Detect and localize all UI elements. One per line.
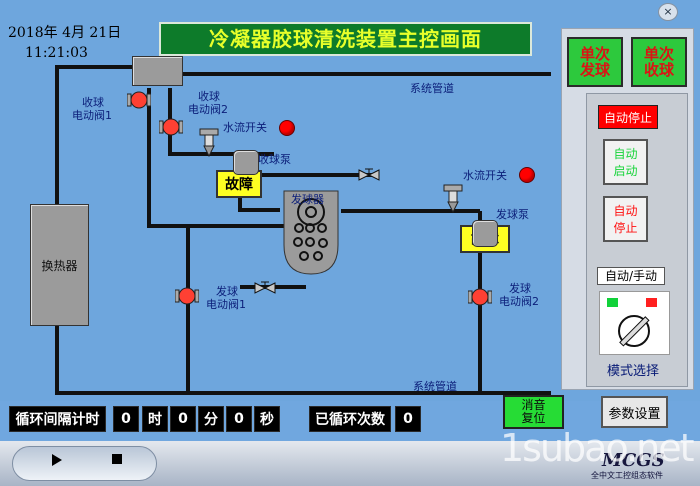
top-small-valve-pipe [258,173,376,177]
ball-sender-label: 发球器 [291,193,324,206]
auto-stop-status: 自动停止 [598,105,658,129]
water-switch-1-label: 水流开关 [223,121,267,134]
send-valve-1-label-line1: 发球 [216,285,238,298]
water-switch-2-label: 水流开关 [463,169,507,182]
watermark: 1subao.net [500,426,694,470]
auto-start-button[interactable]: 自动 启动 [603,139,648,185]
left-media-control [12,446,157,481]
play-icon[interactable] [52,454,62,466]
left-pipe-bottom [55,273,59,393]
pump-to-sender-pipe [238,208,280,212]
collect-valve-1-label-line2: 电动阀1 [72,109,112,122]
send-valve1-pipe [186,226,190,394]
page-title: 冷凝器胶球清洗装置主控画面 [159,22,532,56]
collect-valve-1-label-line1: 收球 [82,96,104,109]
send-valve-2-label-line1: 发球 [509,282,531,295]
cycle-count-label: 已循环次数 [309,406,391,432]
send-pump-label: 发球泵 [496,208,529,221]
mode-title: 自动/手动 [597,267,665,285]
mode-select-label: 模式选择 [606,364,659,379]
mute-reset-button[interactable]: 消音 复位 [503,395,564,429]
left-pipe-top [55,67,59,207]
bottom-system-pipe [55,391,551,395]
single-send-button[interactable]: 单次 发球 [567,37,623,87]
system-pipe-label-bottom: 系统管道 [413,380,457,393]
top-small-valve-icon[interactable] [358,168,380,182]
send-valve-2-icon[interactable] [468,286,492,308]
water-switch-1-icon [199,128,219,158]
send-valve2-pipe [478,239,482,393]
software-status-bar: MCGS 全中文工控组态软件 [0,441,700,486]
minute-unit: 分 [198,406,224,432]
collect-valve-1-icon[interactable] [127,89,151,111]
send-valve-2-label-line2: 电动阀2 [499,295,539,308]
second-value: 0 [226,406,252,432]
collect-valve-2-label-line1: 收球 [198,90,220,103]
second-unit: 秒 [254,406,280,432]
control-panel: 单次 发球 单次 收球 自动停止 自动 启动 自动 停止 自动/手动 模式选择 [561,28,694,390]
brand-logo: MCGS [602,450,665,471]
hour-value: 0 [113,406,139,432]
system-pipe-label-top: 系统管道 [410,82,454,95]
hour-unit: 时 [142,406,168,432]
auto-stop-button[interactable]: 自动 停止 [603,196,648,242]
time-display: 11:21:03 [25,45,88,61]
water-switch-2-icon [443,184,463,214]
collect-pump-pipe [168,152,274,156]
collect-vertical-pipe [147,88,151,227]
heat-exchanger: 换热器 [30,204,89,326]
ball-sender [283,190,339,275]
bottom-counter-bar: 循环间隔计时 0 时 0 分 0 秒 已循环次数 0 消音 复位 参数设置 [0,395,700,441]
top-junction-box [132,56,183,86]
mode-knob-icon[interactable] [615,312,653,350]
send-valve-1-label-line2: 电动阀1 [206,298,246,311]
bottom-small-valve-icon[interactable] [254,281,276,295]
auto-light [646,298,657,307]
single-collect-button[interactable]: 单次 收球 [631,37,687,87]
send-pump-body [472,220,498,247]
sender-to-pump-pipe [341,209,480,213]
manual-light [607,298,618,307]
software-subtitle: 全中文工控组态软件 [591,471,663,480]
date-display: 2018年 4月 21日 [8,25,122,41]
cycle-count-value: 0 [395,406,421,432]
collect-pump-body [233,150,259,175]
water-switch-1-alarm-light [279,120,295,136]
collect-pump-label: 收球泵 [258,153,291,166]
top-system-pipe [181,72,551,76]
collect-valve-2-icon[interactable] [159,116,183,138]
collect-valve-2-label-line2: 电动阀2 [188,103,228,116]
water-switch-2-alarm-light [519,167,535,183]
parameter-settings-button[interactable]: 参数设置 [601,396,668,428]
cycle-interval-label: 循环间隔计时 [9,406,106,432]
mode-select-knob-panel[interactable] [599,291,670,355]
top-left-pipe [55,65,135,69]
minute-value: 0 [170,406,196,432]
send-valve-1-icon[interactable] [175,285,199,307]
close-icon[interactable]: × [658,3,678,21]
stop-icon[interactable] [112,454,122,464]
collect-main-pipe [147,224,285,228]
